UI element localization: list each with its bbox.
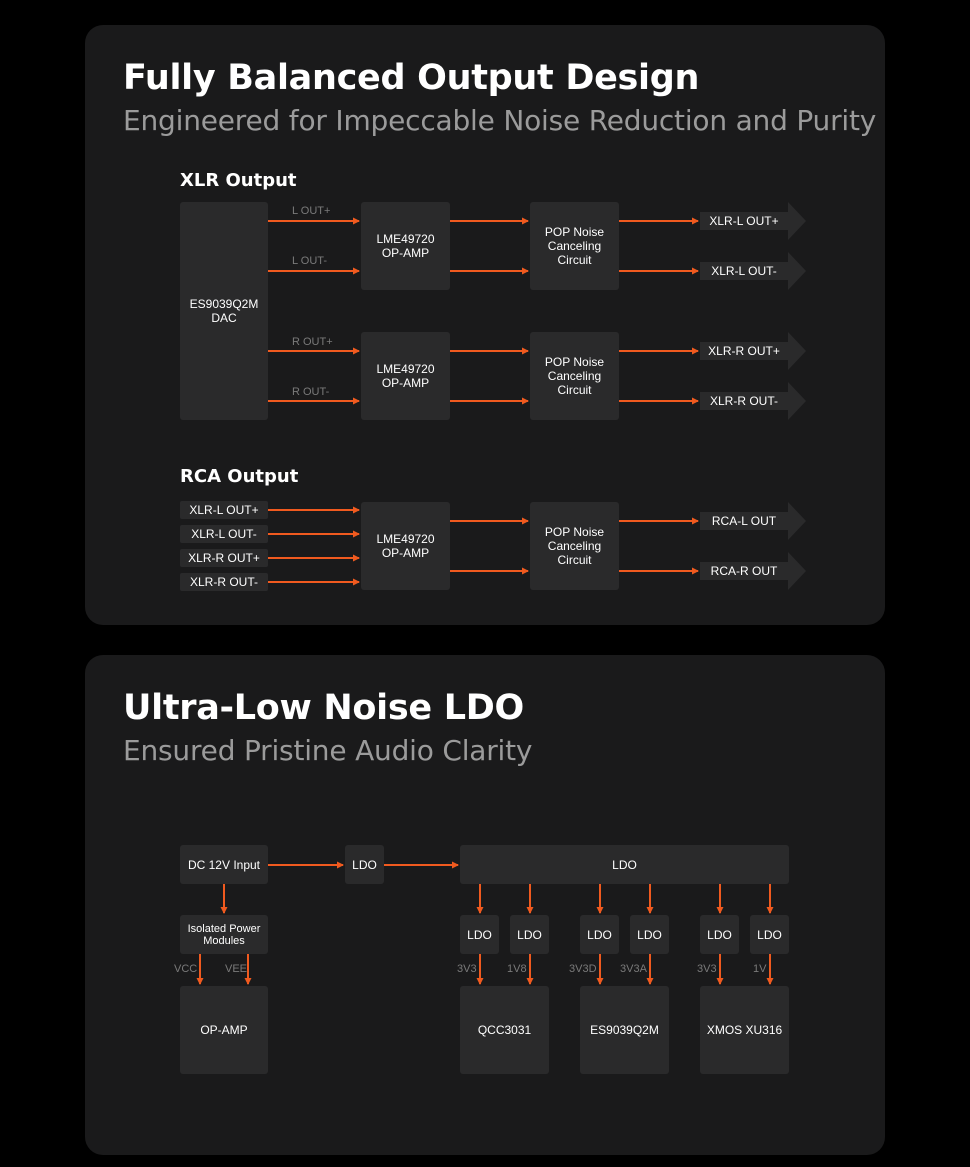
voltage-label-3v3a: 3V3A — [620, 963, 647, 975]
dac-chip-label: ES9039Q2M — [189, 297, 259, 311]
isolated-line1: Isolated Power — [187, 922, 261, 935]
main-ldo-bar: LDO — [460, 845, 789, 884]
arrow-tip — [788, 502, 806, 540]
section2-title: Ultra-Low Noise LDO — [123, 688, 524, 728]
sub-ldo-5: LDO — [700, 915, 739, 954]
section2-subtitle: Ensured Pristine Audio Clarity — [123, 734, 533, 767]
section1-title: Fully Balanced Output Design — [123, 58, 700, 98]
rca-input-xlr-r-plus: XLR-R OUT+ — [180, 549, 268, 567]
output-label: RCA-L OUT — [700, 512, 788, 530]
pop-label-line3: Circuit — [557, 553, 592, 567]
arrow-tip — [788, 252, 806, 290]
sub-ldo-2: LDO — [510, 915, 549, 954]
signal-label-r-out-minus: R OUT- — [292, 386, 330, 398]
isolated-line2: Modules — [203, 934, 245, 947]
pop-label-line3: Circuit — [557, 253, 592, 267]
opamp-chip-label: LME49720 — [376, 232, 435, 246]
pop-label-line2: Canceling — [547, 539, 602, 553]
signal-label-l-out-plus: L OUT+ — [292, 205, 331, 217]
dac-type-label: DAC — [211, 311, 237, 325]
vcc-label: VCC — [174, 963, 198, 975]
dc-input-block: DC 12V Input — [180, 845, 268, 884]
es9039q2m-block: ES9039Q2M — [580, 986, 669, 1074]
xlr-output-heading: XLR Output — [180, 170, 297, 191]
pop-label-line1: POP Noise — [544, 225, 605, 239]
output-label: RCA-R OUT — [700, 562, 788, 580]
arrow-tip — [788, 202, 806, 240]
signal-label-l-out-minus: L OUT- — [292, 255, 328, 267]
voltage-label-1v8: 1V8 — [507, 963, 527, 975]
opamp-type-label: OP-AMP — [381, 546, 430, 560]
section1-subtitle: Engineered for Impeccable Noise Reductio… — [123, 104, 877, 137]
rca-input-xlr-l-plus: XLR-L OUT+ — [180, 501, 268, 519]
opamp-chip-label: LME49720 — [376, 532, 435, 546]
xmos-xu316-block: XMOS XU316 — [700, 986, 789, 1074]
signal-label-r-out-plus: R OUT+ — [292, 336, 333, 348]
pop-label-line3: Circuit — [557, 383, 592, 397]
opamp-type-label: OP-AMP — [381, 246, 430, 260]
output-label: XLR-L OUT+ — [700, 212, 788, 230]
rca-input-xlr-r-minus: XLR-R OUT- — [180, 573, 268, 591]
rca-input-xlr-l-minus: XLR-L OUT- — [180, 525, 268, 543]
voltage-label-3v3: 3V3 — [457, 963, 477, 975]
opamp-type-label: OP-AMP — [381, 376, 430, 390]
pop-label-line1: POP Noise — [544, 525, 605, 539]
sub-ldo-3: LDO — [580, 915, 619, 954]
voltage-label-3v3-xmos: 3V3 — [697, 963, 717, 975]
arrow-tip — [788, 552, 806, 590]
opamp-chip-label: LME49720 — [376, 362, 435, 376]
qcc3031-block: QCC3031 — [460, 986, 549, 1074]
output-label: XLR-R OUT+ — [700, 342, 788, 360]
ldo-block: LDO — [345, 845, 384, 884]
arrow-tip — [788, 332, 806, 370]
arrow-tip — [788, 382, 806, 420]
pop-label-line1: POP Noise — [544, 355, 605, 369]
sub-ldo-1: LDO — [460, 915, 499, 954]
output-label: XLR-R OUT- — [700, 392, 788, 410]
sub-ldo-6: LDO — [750, 915, 789, 954]
rca-output-heading: RCA Output — [180, 466, 299, 487]
output-label: XLR-L OUT- — [700, 262, 788, 280]
pop-label-line2: Canceling — [547, 239, 602, 253]
voltage-label-3v3d: 3V3D — [569, 963, 597, 975]
opamp-power-block: OP-AMP — [180, 986, 268, 1074]
vee-label: VEE — [225, 963, 248, 975]
pop-label-line2: Canceling — [547, 369, 602, 383]
sub-ldo-4: LDO — [630, 915, 669, 954]
voltage-label-1v: 1V — [753, 963, 767, 975]
